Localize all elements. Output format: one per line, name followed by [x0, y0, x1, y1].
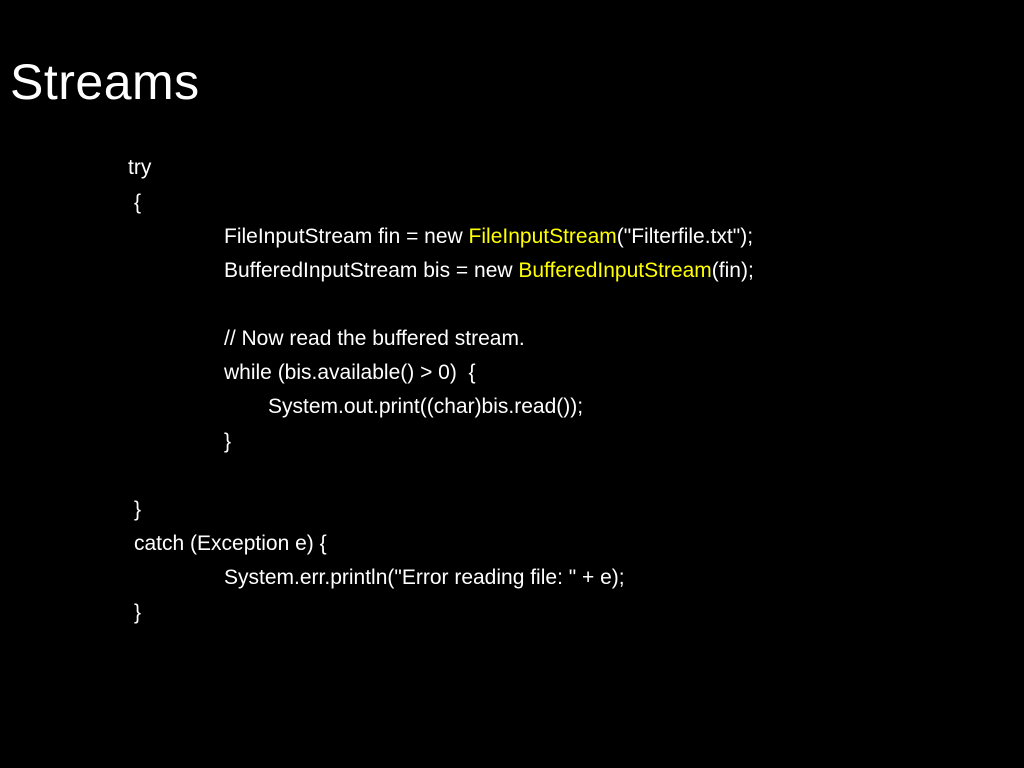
code-line-close-try: }: [134, 498, 142, 521]
code-text: (fin);: [711, 259, 754, 282]
highlighted-class-name: BufferedInputStream: [518, 259, 712, 282]
code-line-comment: // Now read the buffered stream.: [224, 327, 525, 350]
code-line-try: try: [128, 156, 152, 179]
code-line-close-while: }: [224, 430, 232, 453]
code-line-fileinputstream: FileInputStream fin = new FileInputStrea…: [224, 222, 753, 252]
slide-title: Streams: [10, 54, 200, 110]
code-line-open-brace: {: [134, 191, 142, 214]
highlighted-class-name: FileInputStream: [468, 225, 617, 248]
code-line-while: while (bis.available() > 0) {: [224, 361, 476, 384]
code-line-error-print: System.err.println("Error reading file: …: [224, 566, 625, 589]
code-line-bufferedinputstream: BufferedInputStream bis = new BufferedIn…: [224, 256, 754, 286]
code-line-print: System.out.print((char)bis.read());: [268, 395, 584, 418]
code-text: FileInputStream fin = new: [224, 225, 469, 248]
code-text: ("Filterfile.txt");: [616, 225, 754, 248]
code-text: BufferedInputStream bis = new: [224, 259, 519, 282]
code-line-catch: catch (Exception e) {: [134, 532, 327, 555]
code-line-close-catch: }: [134, 601, 142, 624]
